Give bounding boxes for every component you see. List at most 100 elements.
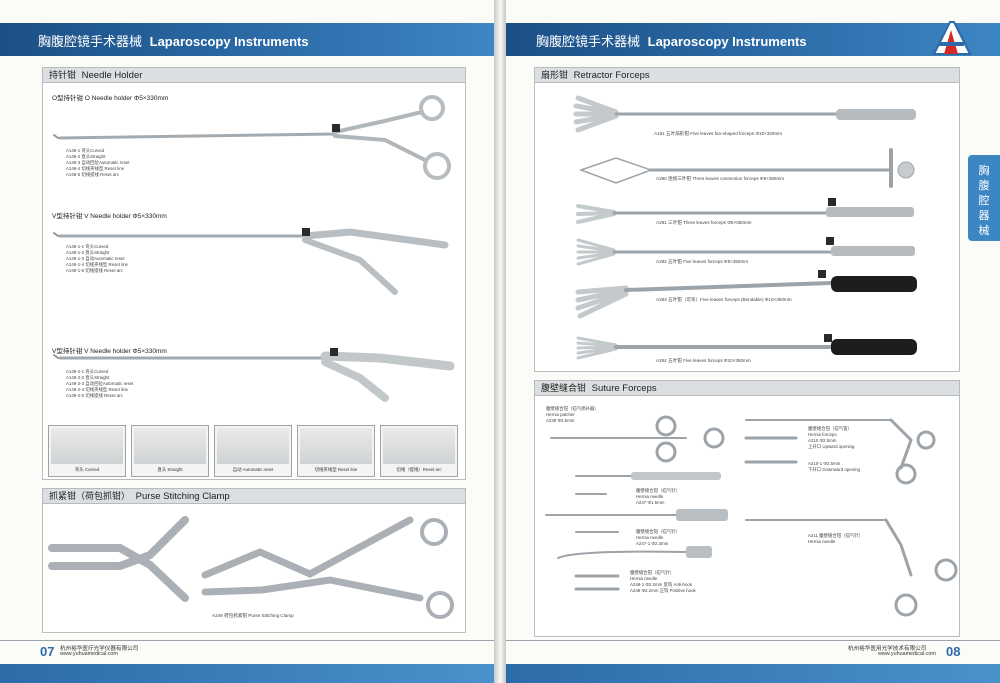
left-page-number: 07 <box>40 644 55 659</box>
five-leaf-10mm-retractor-image <box>576 334 917 360</box>
left-footer-bar <box>0 664 494 683</box>
code-line: A149-2-2 直头Straight <box>66 375 110 380</box>
code-line: A149-1-2 直头Straight <box>66 250 110 255</box>
hernia-forceps-image <box>744 418 936 485</box>
hernia-forceps-label: 腹壁缝合钳（疝气钳） Hernia forceps A210 Φ2.5mm 上开… <box>808 426 854 450</box>
suture-panel <box>534 380 960 637</box>
retractor-caption: A282 五叶钳 Five leaves forceps Φ5×350mm <box>656 259 749 264</box>
v-needle-holder-codes: A149-1-1 弯头Curved A149-1-2 直头Straight A1… <box>66 244 128 274</box>
right-header-bar: 胸腹腔镜手术器械 Laparoscopy Instruments <box>506 23 1000 56</box>
retractor-section-title: 扇形钳 Retractor Forceps <box>534 67 960 83</box>
bendable-retractor-image <box>575 270 917 319</box>
purse-clamp-section-title: 抓紧钳（荷包抓钳） Purse Stitching Clamp <box>42 488 466 504</box>
side-tab-char: 胸 <box>978 164 990 177</box>
left-header-title: 胸腹腔镜手术器械 Laparoscopy Instruments <box>38 31 309 50</box>
side-chapter-tab[interactable]: 胸 腹 腔 器 械 <box>968 155 1000 241</box>
side-tab-char: 腔 <box>978 194 990 207</box>
suture-text: A210 Φ2.5mm <box>808 438 837 443</box>
tip-caption: 切线（提线）Reset arc <box>396 467 442 472</box>
right-footer-rule <box>506 640 1000 641</box>
right-page-number: 08 <box>946 644 961 659</box>
suture-text: A211 腹壁缝合钳（疝气针） <box>808 533 864 538</box>
left-header-en: Laparoscopy Instruments <box>149 34 309 49</box>
right-page: 胸腹腔镜手术器械 Laparoscopy Instruments 胸 腹 腔 器… <box>506 0 1000 683</box>
retractor-title-cn: 扇形钳 <box>541 71 569 81</box>
right-header-en: Laparoscopy Instruments <box>647 34 807 49</box>
suture-text: A239 Φ2.5mm <box>546 418 575 423</box>
tip-image <box>383 428 455 464</box>
tip-caption: 自动 Automatic reset <box>232 467 274 472</box>
code-line: A149-1-4 切线夹线型 Reset line <box>66 262 128 267</box>
right-header-title: 胸腹腔镜手术器械 Laparoscopy Instruments <box>536 31 807 50</box>
code-line: A149-1 弯头Curved <box>66 148 105 153</box>
side-tab-text: 胸 腹 腔 器 械 <box>968 163 1000 238</box>
connection-retractor-image <box>578 148 915 188</box>
right-header-cn: 胸腹腔镜手术器械 <box>536 35 641 50</box>
side-tab-char: 械 <box>978 224 990 237</box>
left-instrument-drawings <box>48 95 455 619</box>
left-footer-url: www.yuhuamedical.com <box>60 651 118 657</box>
company-logo <box>932 21 972 55</box>
tip-caption: 弯头 Curved <box>74 467 100 472</box>
hernia-needle-4-image <box>745 518 958 617</box>
hernia-needle-1-image <box>575 472 721 495</box>
tip-caption: 切线夹线型 Reset line <box>314 467 358 472</box>
tip-image <box>51 428 123 464</box>
hernia-needle-2-image <box>545 509 728 533</box>
v-needle-holder-2-label: V型持针钳 V Needle holder Φ5×330mm <box>52 348 167 355</box>
v-needle-holder-2-image <box>53 348 455 402</box>
suture-text: Hernia needle <box>636 494 664 499</box>
tip-caption: 直头 Straight <box>157 467 183 472</box>
three-leaf-retractor-image <box>576 198 914 224</box>
suture-text: 腹壁缝合钳（疝气钳） <box>808 426 852 431</box>
code-line: A149-1-1 弯头Curved <box>66 244 109 249</box>
retractor-caption: A281 三叶钳 Three leaves forceps Φ5×350mm <box>656 220 752 225</box>
side-tab-char: 器 <box>978 209 990 222</box>
code-line: A149-5 切线提线 Reset arc <box>66 172 119 177</box>
tip-image <box>217 428 289 464</box>
hernia-needle-2-label: 腹壁缝合钳（疝气针） Hernia needle A247-1 Φ2.3mm <box>636 529 680 547</box>
left-footer-company: 杭州裕华医疗光学仪器有限公司 <box>60 646 139 652</box>
code-line: A149-1-5 切线提线 Reset arc <box>66 268 123 273</box>
suture-text: Hernia needle <box>630 576 658 581</box>
left-header-bar: 胸腹腔镜手术器械 Laparoscopy Instruments <box>0 23 494 56</box>
retractor-title-en: Retractor Forceps <box>573 70 650 81</box>
suture-text: A248-1 Φ2.2mm 反钩 Anti-hook <box>630 582 693 587</box>
tip-thumb-reset-arc: 切线（提线）Reset arc <box>380 425 458 477</box>
o-needle-holder-image <box>53 95 451 180</box>
retractor-caption: A191 五叶扇形钳 Five leaves fan-shaped forcep… <box>654 131 783 136</box>
side-tab-char: 腹 <box>978 179 990 192</box>
needle-holder-title-en: Needle Holder <box>81 70 143 81</box>
fan-retractor-image <box>573 95 916 133</box>
code-line: A149-2 直头Straight <box>66 154 106 159</box>
purse-clamp-title-en: Purse Stitching Clamp <box>135 491 230 502</box>
suture-text: Hernia needle <box>636 535 664 540</box>
purse-clamp-caption: A249 荷包抓紧钳 Purse Stitching Clamp <box>212 613 294 618</box>
retractor-caption: A284 五叶钳 Five leaves forceps Φ10×350mm <box>656 358 751 363</box>
suture-text: A210-1 Φ2.5mm <box>808 461 841 466</box>
suture-text: 上开口 Upward opening <box>808 444 855 449</box>
right-instrument-drawings <box>545 95 958 617</box>
left-footer-rule <box>0 640 494 641</box>
v-needle-holder-image <box>53 228 449 295</box>
tip-thumb-straight: 直头 Straight <box>131 425 209 477</box>
suture-section-title: 腹壁缝合钳 Suture Forceps <box>534 380 960 396</box>
tip-thumb-reset-line: 切线夹线型 Reset line <box>297 425 375 477</box>
five-leaf-retractor-image <box>576 237 915 266</box>
hernia-needle-3-label: 腹壁缝合钳（疝气针） Hernia needle A248-1 Φ2.2mm 反… <box>630 570 696 594</box>
suture-text: 腹壁缝合钳（疝气修补器） <box>546 406 599 411</box>
needle-holder-title-cn: 持针钳 <box>49 71 77 81</box>
purse-clamp-panel <box>42 488 466 633</box>
book-spine <box>494 0 506 683</box>
suture-text: 腹壁缝合钳（疝气针） <box>636 488 680 493</box>
suture-text: Hernia forceps <box>808 432 837 437</box>
suture-text: A247-1 Φ2.3mm <box>636 541 669 546</box>
suture-title-en: Suture Forceps <box>591 383 657 394</box>
v-needle-holder-2-codes: A149-2-1 弯头Curved A149-2-2 直头Straight A1… <box>66 369 133 399</box>
right-footer-company: 杭州裕华医用光学技术有限公司 <box>848 646 927 652</box>
needle-holder-section-title: 持针钳 Needle Holder <box>42 67 466 83</box>
suture-text: Hernia patcher <box>546 412 575 417</box>
tip-image <box>300 428 372 464</box>
code-line: A149-3 自动回位Automatic reset <box>66 160 130 165</box>
hernia-forceps-2-label: A210-1 Φ2.5mm 下开口 Downward opening <box>808 461 860 473</box>
